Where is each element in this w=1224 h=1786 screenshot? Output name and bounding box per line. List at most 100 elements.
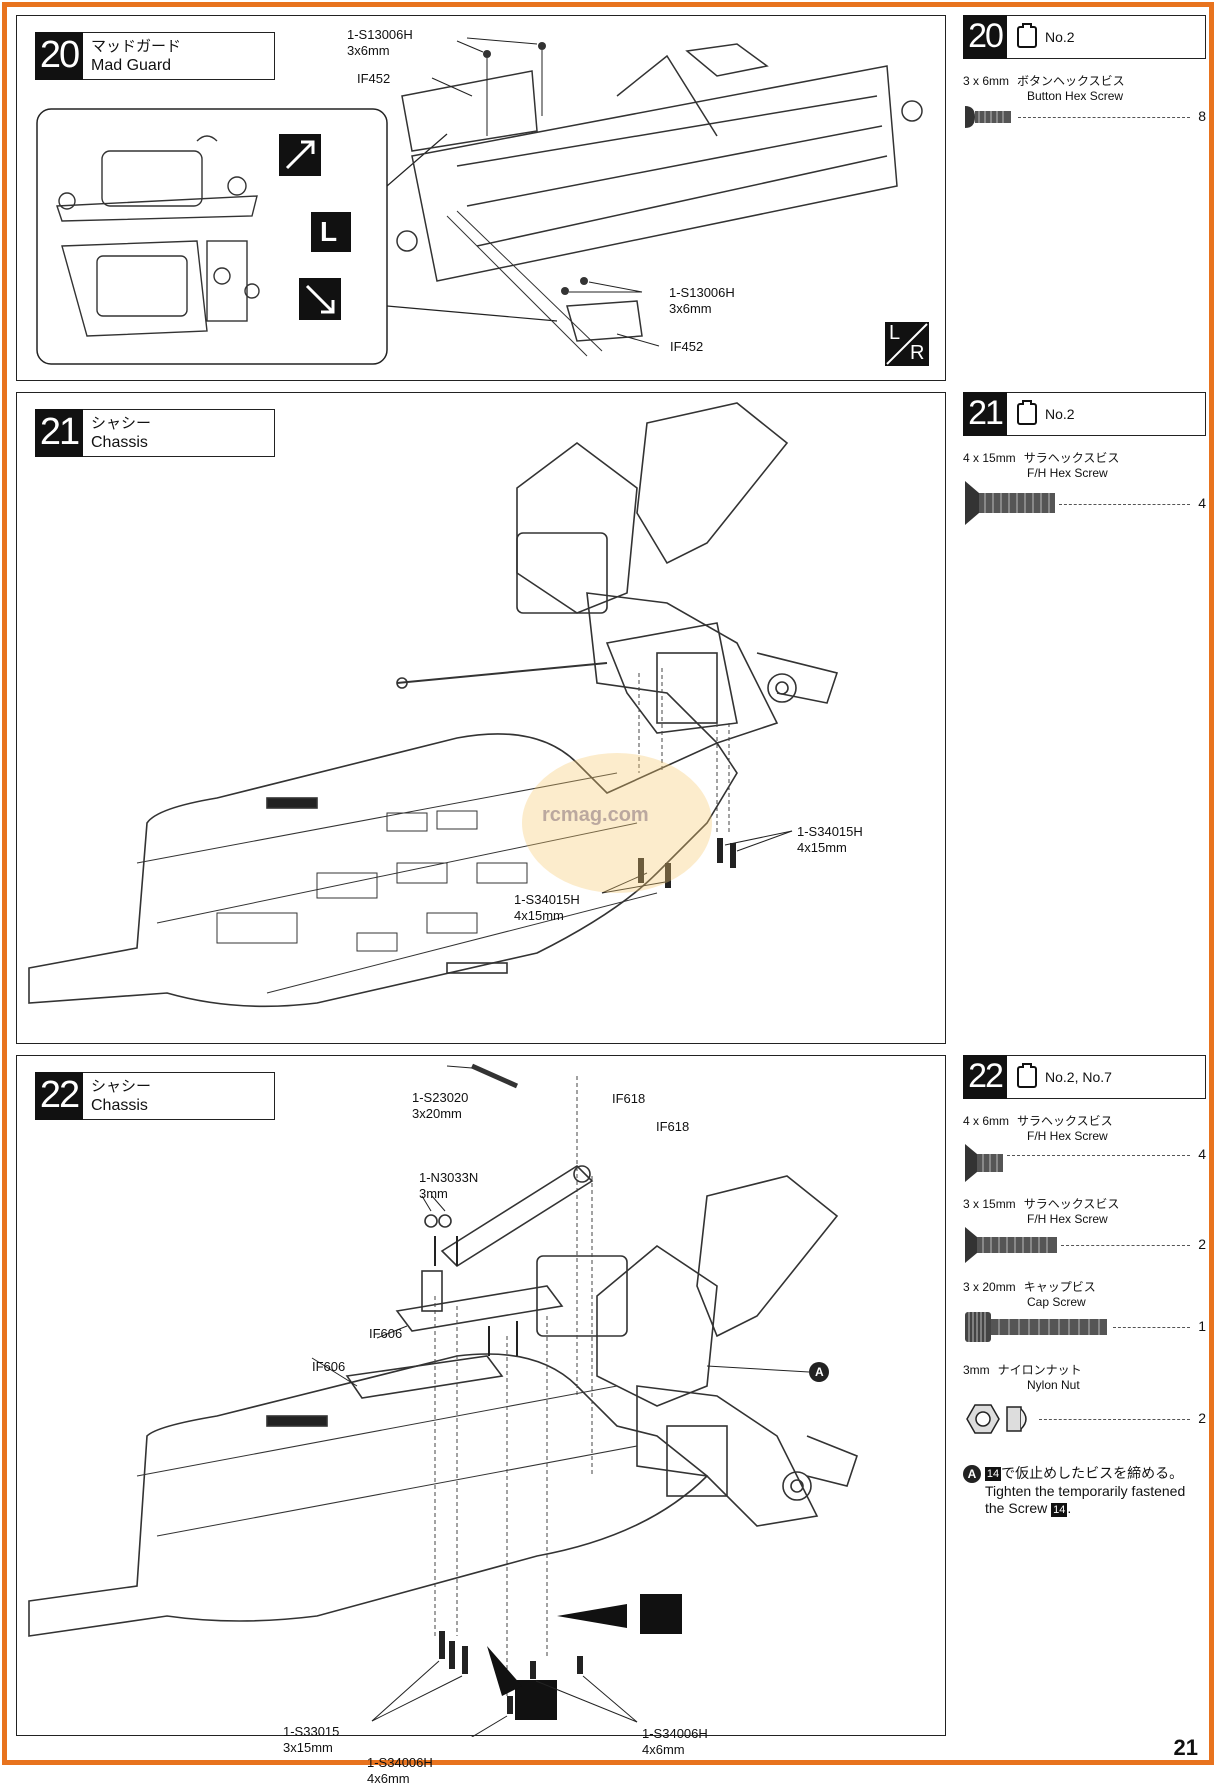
step-number: 22 [35,1071,83,1120]
step-22-header: 22 シャシー Chassis [35,1071,275,1120]
label-screw-code: 1-S34006H [367,1755,433,1770]
part-qty: 8 [1198,108,1206,124]
chassis-brace-diagram [28,1063,858,1737]
label-screw-code: 1-S13006H [669,285,735,300]
parts-bag-label: No.2, No.7 [1045,1069,1112,1085]
label-screw-code: 1-S33015 [283,1724,340,1739]
label-screw-size: 4x15mm [797,840,847,855]
step-title-jp: シャシー [91,415,152,432]
parts-bag-icon [1017,400,1037,425]
mad-guard-diagram [36,37,929,366]
side-LR-left: L [889,322,901,344]
note-en-line1: Tighten the temporarily fastened [985,1483,1186,1500]
side-L-badge: L [320,216,338,247]
label-part: IF606 [369,1326,403,1341]
label-screw-code: 1-S34015H [514,892,580,907]
step-21-header: 21 シャシー Chassis [35,408,275,457]
marker-A: A [963,1465,981,1484]
part-name-jp: キャップビス [1023,1280,1096,1294]
label-screw-size: 3x15mm [283,1740,333,1755]
parts-item: 3mm ナイロンナット Nylon Nut 2 [963,1361,1208,1446]
parts-bag-label: No.2 [1045,29,1075,45]
label-screw-size: 4x6mm [367,1771,410,1786]
label-nut-code: 1-N3033N [419,1170,479,1185]
page-border [2,2,1214,1765]
part-name-en: F/H Hex Screw [1027,1212,1108,1226]
part-name-en: F/H Hex Screw [1027,1129,1108,1143]
part-qty: 2 [1198,1236,1206,1252]
part-name-en: Button Hex Screw [1027,89,1124,103]
step-title-en: Chassis [91,434,148,451]
part-name-jp: サラヘックスビス [1023,451,1120,465]
part-size: 4 x 15mm [963,451,1016,465]
page-number: 21 [1173,1735,1198,1760]
parts-list-20-header: 20 No.2 [963,14,1206,59]
note-jp: で仮止めしたビスを締める。 [1001,1465,1184,1481]
step-20-header: 20 マッドガード Mad Guard [35,31,275,80]
flat-head-screw-icon [965,481,1055,525]
chassis-diagram [28,402,839,1008]
nylon-nut-icon [966,1404,1027,1434]
label-screw-code: 1-S13006H [347,27,413,42]
part-name-en: F/H Hex Screw [1027,466,1108,480]
part-size: 3 x 15mm [963,1197,1016,1211]
flat-head-screw-icon [965,1144,1003,1182]
part-name-en: Nylon Nut [1027,1378,1080,1392]
button-hex-screw-icon [965,106,1011,128]
step-20-panel: 20 マッドガード Mad Guard [16,15,946,381]
parts-item: 4 x 15mm サラヘックスビス F/H Hex Screw 4 [963,449,1208,529]
parts-bag-icon [1017,1063,1037,1088]
parts-item: 3 x 6mm ボタンヘックスビス Button Hex Screw 8 [963,72,1208,142]
part-qty: 2 [1198,1410,1206,1426]
label-screw-size: 3x20mm [412,1106,462,1121]
part-qty: 4 [1198,495,1206,511]
step-title-en: Chassis [91,1097,148,1114]
part-qty: 4 [1198,1146,1206,1162]
step-ref-badge: 14 [1051,1502,1068,1517]
cap-screw-icon [965,1312,1107,1342]
label-part: IF606 [312,1359,346,1374]
step-21-panel: 21 シャシー Chassis [16,392,946,1044]
label-screw-size: 4x6mm [642,1742,685,1757]
label-screw-size: 4x15mm [514,908,564,923]
watermark-text: rcmag.com [542,804,649,826]
part-qty: 1 [1198,1318,1206,1334]
step-number: 21 [963,391,1007,436]
step-ref-badge: 14 [984,1467,1002,1482]
parts-list-22-header: 22 No.2, No.7 [963,1054,1206,1099]
step-number: 20 [963,14,1007,59]
label-screw-code: 1-S23020 [412,1090,469,1105]
marker-A: A [815,1365,824,1379]
label-screw-size: 3x6mm [669,301,712,316]
part-size: 3 x 20mm [963,1280,1016,1294]
label-screw-code: 1-S34006H [642,1726,708,1741]
parts-bag-label: No.2 [1045,406,1075,422]
step-title-jp: マッドガード [91,38,182,55]
step-number: 20 [35,31,83,80]
label-part: IF452 [670,339,704,354]
label-screw-size: 3x6mm [347,43,390,58]
part-name-jp: サラヘックスビス [1023,1197,1120,1211]
step-number: 22 [963,1054,1007,1099]
label-part: IF618 [612,1091,646,1106]
label-nut-size: 3mm [419,1186,448,1201]
part-name-en: Cap Screw [1027,1295,1086,1309]
parts-item: 3 x 20mm キャップビス Cap Screw 1 [963,1278,1208,1350]
step-number: 21 [35,408,83,457]
part-size: 3 x 6mm [963,74,1010,88]
parts-bag-icon [1017,23,1037,48]
part-name-jp: サラヘックスビス [1017,1114,1113,1128]
step-22-panel: 22 シャシー Chassis [16,1055,946,1786]
part-name-jp: ナイロンナット [997,1363,1082,1377]
parts-list-21-header: 21 No.2 [963,391,1206,436]
step-title-en: Mad Guard [91,57,172,74]
part-name-jp: ボタンヘックスビス [1017,74,1125,88]
note-en-line2: the Screw [985,1500,1048,1517]
step-title-jp: シャシー [91,1078,152,1095]
label-screw-code: 1-S34015H [797,824,863,839]
part-size: 3mm [963,1363,990,1377]
parts-item: 3 x 15mm サラヘックスビス F/H Hex Screw 2 [963,1195,1208,1267]
flat-head-screw-icon [965,1227,1057,1263]
